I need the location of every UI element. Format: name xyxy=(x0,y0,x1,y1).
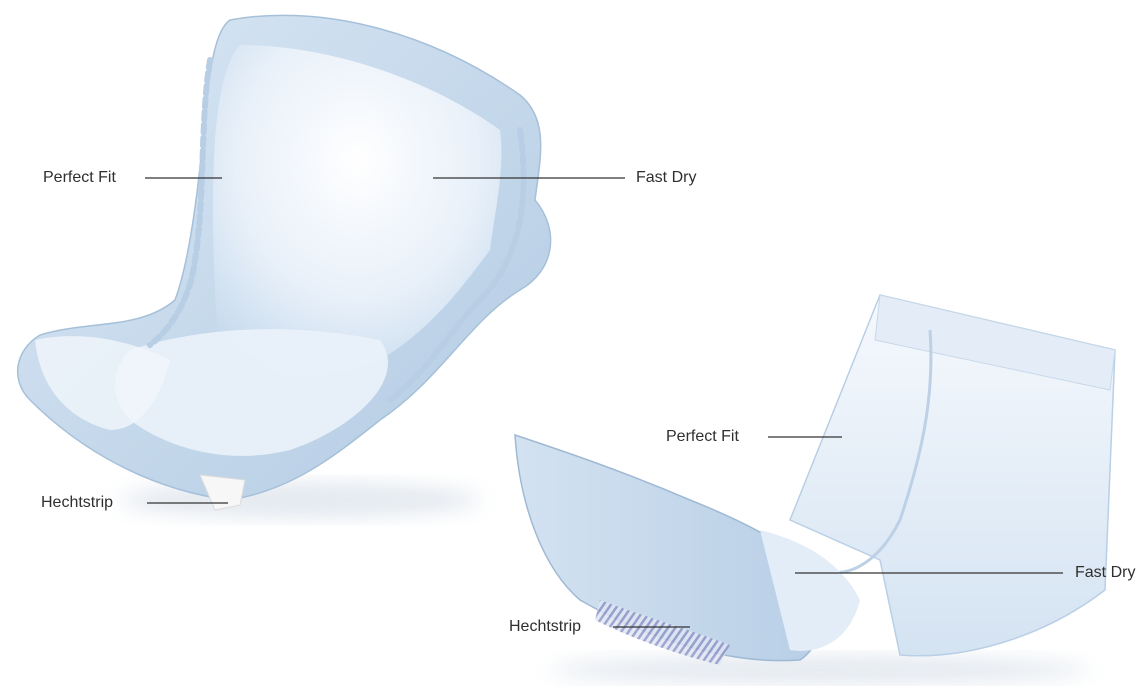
label-left-fast-dry: Fast Dry xyxy=(636,169,696,187)
label-left-perfect-fit: Perfect Fit xyxy=(43,169,116,187)
label-left-hechtstrip: Hechtstrip xyxy=(41,494,113,512)
right-pad-image xyxy=(515,295,1115,684)
label-right-hechtstrip: Hechtstrip xyxy=(509,618,581,636)
label-right-fast-dry: Fast Dry xyxy=(1075,564,1135,582)
label-right-perfect-fit: Perfect Fit xyxy=(666,428,739,446)
left-pad-image xyxy=(18,15,551,518)
